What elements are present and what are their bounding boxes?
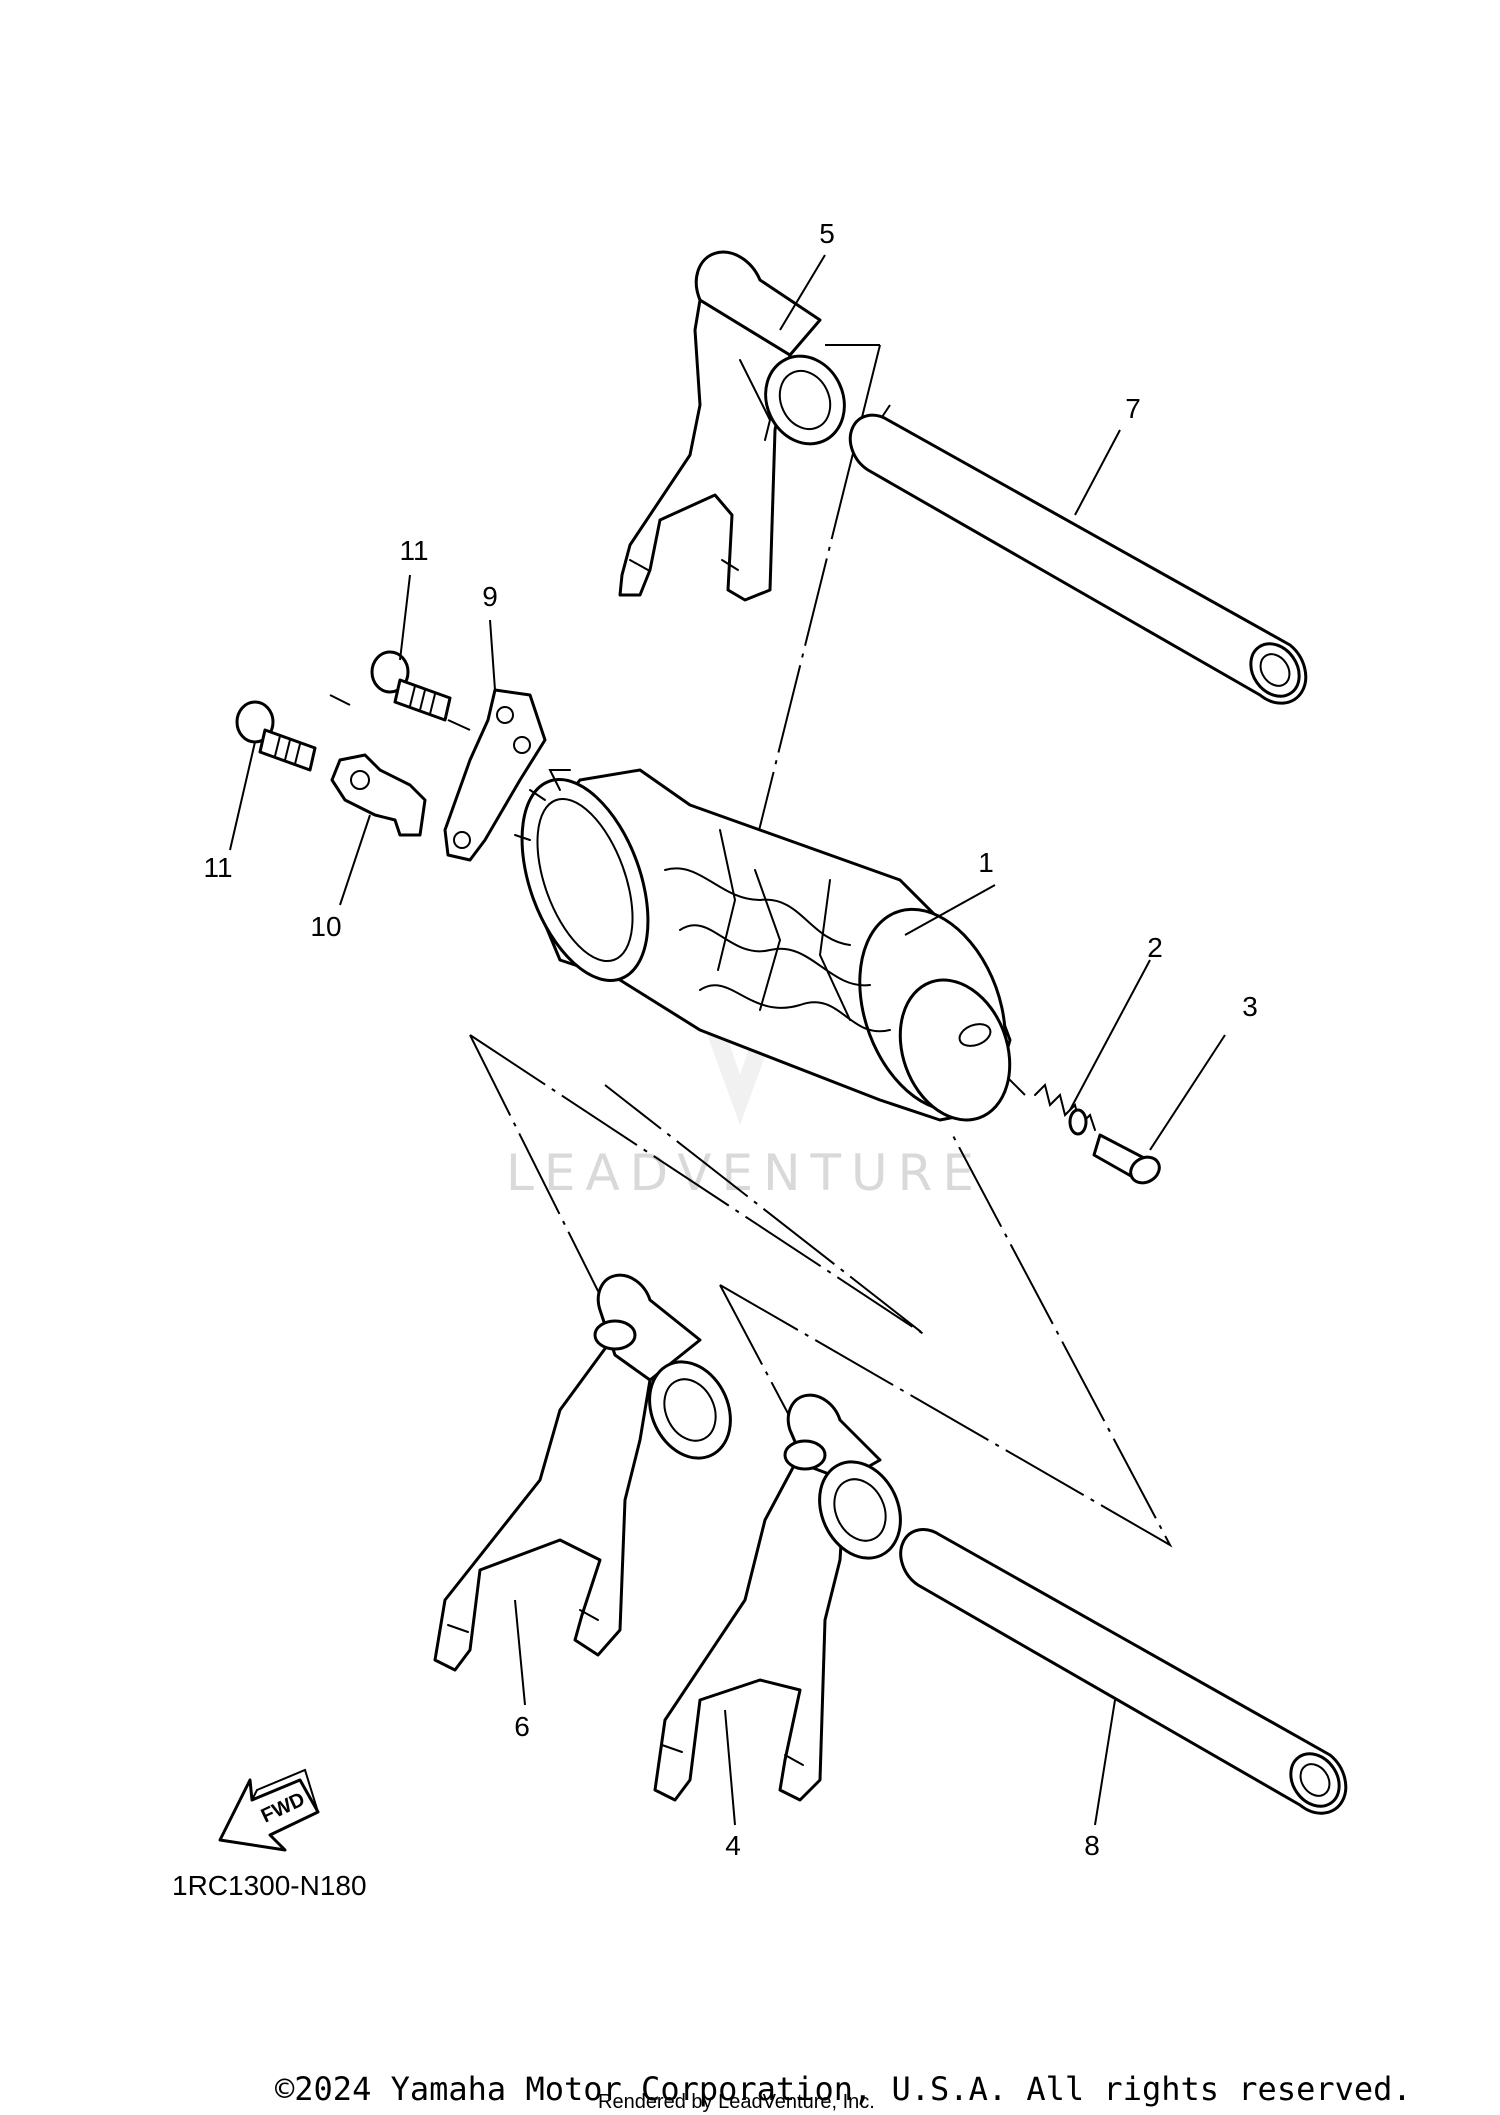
part-5-shift-fork [618,250,846,602]
callout-labels: 5 7 11 9 1 2 3 11 10 6 4 8 [203,218,1257,1861]
part-8-shift-fork-shaft [899,1528,1348,1815]
fwd-arrow-icon: FWD [218,1768,320,1852]
callout-6: 6 [514,1711,530,1742]
part-2-spring [1034,1083,1096,1136]
part-3-pin [1092,1133,1161,1185]
callout-4: 4 [725,1830,741,1861]
rendered-by-text: Rendered by LeadVenture, Inc. [598,2091,875,2113]
part-1-shift-drum [514,768,1012,1122]
part-9-plate [443,688,547,862]
part-11-bolt-lower [235,700,317,772]
part-4-shift-fork [653,1393,902,1802]
callout-10: 10 [310,911,341,942]
part-6-shift-fork [433,1273,732,1672]
callout-8: 8 [1084,1830,1100,1861]
callout-2: 2 [1147,932,1163,963]
callout-11-lower: 11 [203,852,232,883]
callout-9: 9 [482,581,498,612]
part-10-stopper [330,753,427,837]
diagram-code: 1RC1300-N180 [172,1870,367,1901]
watermark-text: LEADVENTURE [506,1144,984,1202]
copyright-text: ©2024 Yamaha Motor Corporation, U.S.A. A… [275,2070,1412,2108]
callout-3: 3 [1242,991,1258,1022]
part-11-bolt-upper [370,650,452,722]
callout-1: 1 [978,847,994,878]
callout-7: 7 [1125,393,1141,424]
callout-5: 5 [819,218,835,249]
leader-lines [229,254,1226,1826]
part-7-shift-fork-shaft [848,413,1308,705]
callout-11-upper: 11 [399,535,428,566]
